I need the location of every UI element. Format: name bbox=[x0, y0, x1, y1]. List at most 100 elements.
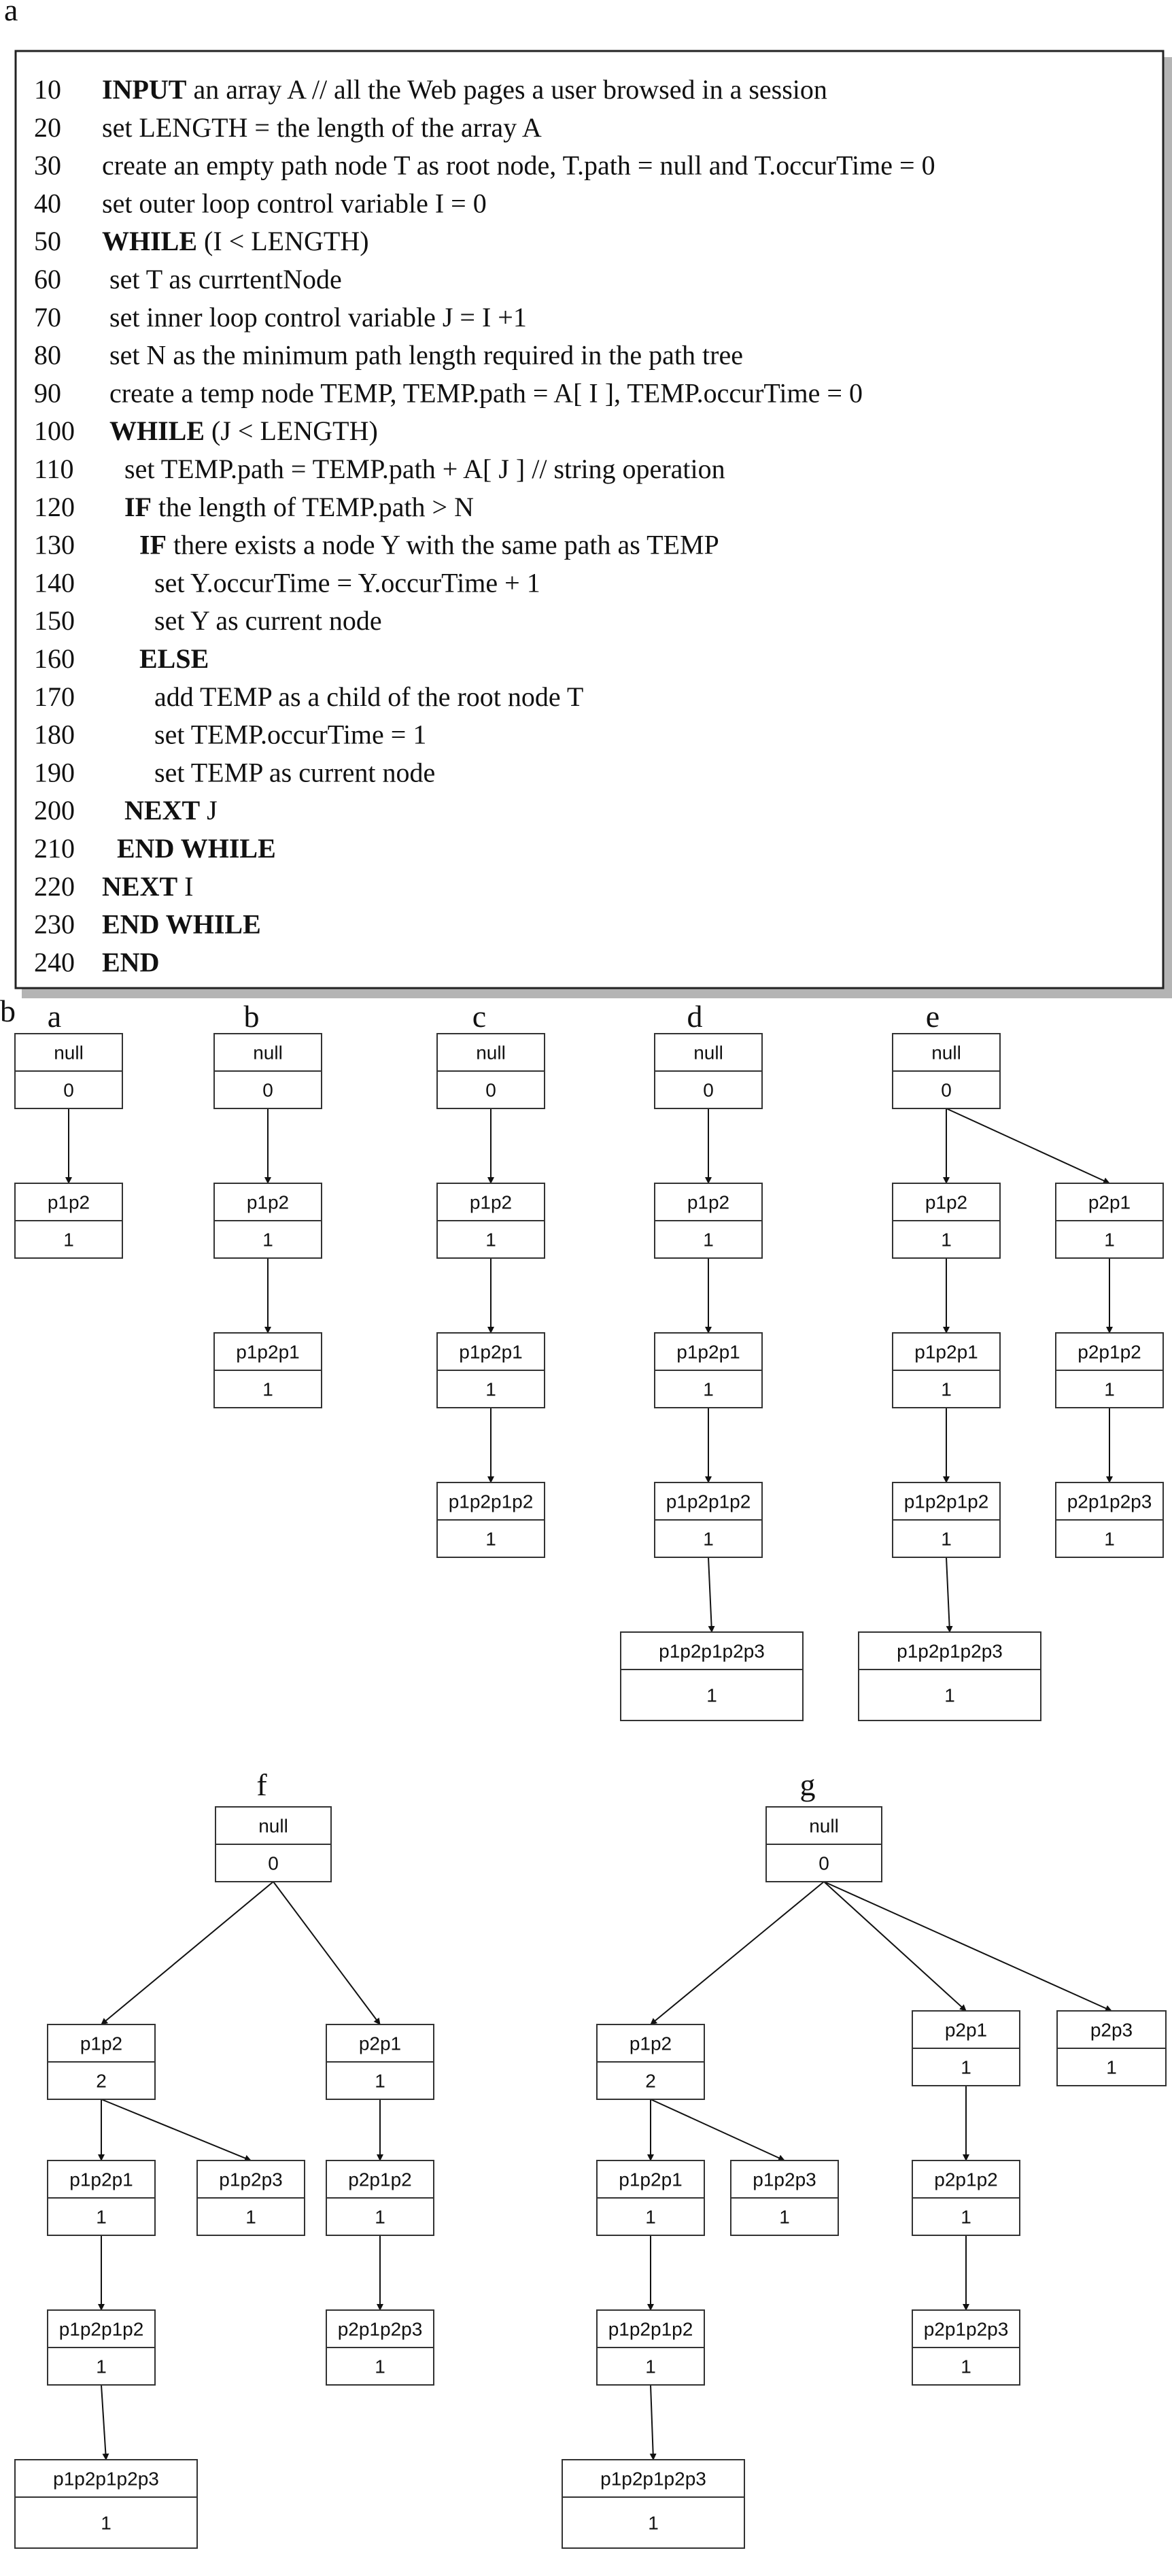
node-path: p1p2p1 bbox=[619, 2169, 682, 2190]
code-keyword: END bbox=[102, 947, 159, 977]
code-text: set TEMP.path = TEMP.path + A[ J ] // st… bbox=[124, 454, 725, 484]
tree-edge-arrow bbox=[823, 1881, 1112, 2012]
panel-b-label: b bbox=[0, 994, 16, 1028]
node-occur-time: 0 bbox=[485, 1080, 496, 1101]
subfigure-label: e bbox=[926, 999, 940, 1034]
tree-edge-arrow bbox=[946, 1557, 953, 1633]
node-occur-time: 0 bbox=[262, 1080, 273, 1101]
node-path: p2p3 bbox=[1090, 2020, 1133, 2041]
tree-edge-arrow bbox=[823, 1881, 967, 2012]
line-number: 130 bbox=[34, 530, 75, 560]
line-number: 20 bbox=[34, 112, 61, 143]
code-text: (I < LENGTH) bbox=[197, 226, 368, 256]
node-box bbox=[620, 1631, 804, 1721]
code-line: NEXT I bbox=[102, 871, 193, 902]
line-number: 180 bbox=[34, 719, 75, 750]
path-node: p2p1p2p3 1 bbox=[326, 2309, 434, 2386]
code-line: set TEMP as current node bbox=[154, 757, 435, 787]
node-path: p1p2p1p2 bbox=[904, 1491, 989, 1512]
node-occur-time: 1 bbox=[1104, 1529, 1115, 1550]
node-occur-time: 1 bbox=[485, 1379, 496, 1400]
code-line: add TEMP as a child of the root node T bbox=[154, 681, 583, 712]
node-path: null bbox=[809, 1816, 839, 1837]
node-occur-time: 1 bbox=[648, 2513, 659, 2534]
node-path: p1p2p1 bbox=[69, 2169, 133, 2190]
node-occur-time: 0 bbox=[268, 1853, 279, 1874]
tree-e: enull0p1p21p1p2p11p1p2p1p21p1p2p1p2p31p2… bbox=[858, 999, 1164, 1721]
line-number: 150 bbox=[34, 605, 75, 636]
node-occur-time: 1 bbox=[703, 1529, 714, 1550]
node-path: null bbox=[258, 1816, 288, 1837]
code-text: an array A // all the Web pages a user b… bbox=[186, 74, 827, 105]
subfigure-label: g bbox=[800, 1767, 816, 1802]
node-occur-time: 0 bbox=[818, 1853, 829, 1874]
tree-edge-arrow bbox=[101, 2384, 109, 2460]
node-occur-time: 1 bbox=[703, 1379, 714, 1400]
code-text: I bbox=[177, 871, 193, 902]
tree-edge-arrow bbox=[273, 1881, 381, 2025]
line-number: 40 bbox=[34, 188, 61, 218]
node-occur-time: 0 bbox=[941, 1080, 952, 1101]
node-occur-time: 0 bbox=[63, 1080, 74, 1101]
node-occur-time: 1 bbox=[944, 1685, 955, 1706]
path-node: p1p2p1 1 bbox=[654, 1332, 763, 1408]
node-path: p1p2 bbox=[247, 1192, 289, 1213]
code-keyword: NEXT bbox=[102, 871, 177, 902]
node-path: p1p2p1p2 bbox=[666, 1491, 751, 1512]
node-occur-time: 1 bbox=[961, 2356, 971, 2377]
line-number: 70 bbox=[34, 302, 61, 333]
node-occur-time: 1 bbox=[961, 2057, 971, 2078]
code-line: set Y as current node bbox=[154, 605, 382, 636]
node-occur-time: 2 bbox=[645, 2071, 656, 2092]
node-occur-time: 1 bbox=[485, 1529, 496, 1550]
code-text: create a temp node TEMP, TEMP.path = A[ … bbox=[109, 377, 863, 408]
node-path: p2p1p2p3 bbox=[338, 2319, 423, 2340]
node-occur-time: 1 bbox=[485, 1230, 496, 1251]
line-number: 240 bbox=[34, 947, 75, 977]
tree-f: fnull0p1p22p1p2p11p1p2p1p21p1p2p1p2p31p1… bbox=[14, 1767, 434, 2549]
node-path: p2p1p2 bbox=[348, 2169, 411, 2190]
code-keyword: IF bbox=[139, 530, 167, 560]
subfigure-label: c bbox=[472, 999, 486, 1034]
node-path: null bbox=[931, 1043, 961, 1064]
node-path: p1p2p1 bbox=[676, 1342, 740, 1363]
tree-edge-arrow bbox=[649, 2384, 657, 2460]
line-number: 10 bbox=[34, 74, 61, 105]
code-keyword: IF bbox=[124, 492, 152, 522]
node-path: null bbox=[693, 1043, 723, 1064]
code-text: (J < LENGTH) bbox=[205, 416, 378, 446]
node-path: p2p1p2p3 bbox=[1067, 1491, 1152, 1512]
line-number: 90 bbox=[34, 377, 61, 408]
code-keyword: NEXT bbox=[124, 795, 200, 826]
node-occur-time: 1 bbox=[375, 2356, 385, 2377]
node-occur-time: 1 bbox=[1104, 1230, 1115, 1251]
path-node: p2p1p2p3 1 bbox=[1055, 1482, 1164, 1558]
line-number: 60 bbox=[34, 264, 61, 294]
code-line: END bbox=[102, 947, 159, 977]
node-occur-time: 1 bbox=[645, 2207, 656, 2228]
tree-edge-arrow bbox=[946, 1108, 1110, 1184]
tree-edge-arrow bbox=[708, 1557, 715, 1633]
code-line: set Y.occurTime = Y.occurTime + 1 bbox=[154, 567, 540, 598]
code-line: IF there exists a node Y with the same p… bbox=[139, 530, 719, 560]
line-number: 220 bbox=[34, 871, 75, 902]
tree-edge-arrow bbox=[650, 2099, 785, 2161]
